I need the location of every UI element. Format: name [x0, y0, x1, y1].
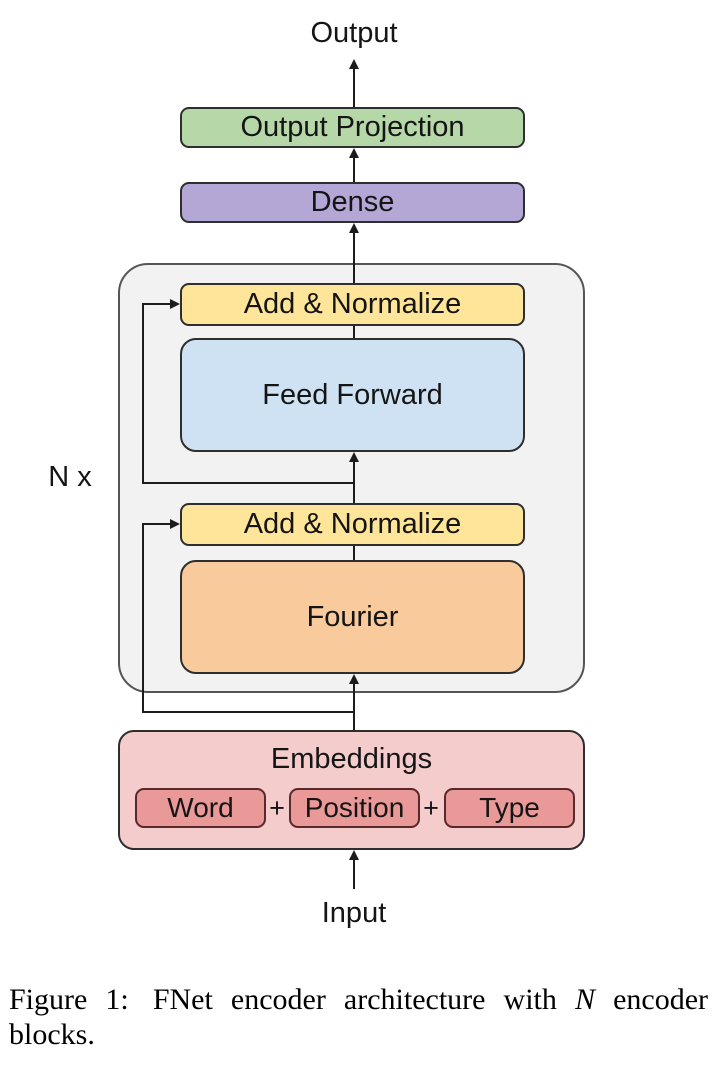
- arrow-dense-to-output-projection-line: [353, 157, 355, 182]
- output-projection-box: Output Projection: [180, 107, 525, 148]
- fourier-box: Fourier: [180, 560, 525, 674]
- add-normalize-top-box: Add & Normalize: [180, 283, 525, 326]
- input-label: Input: [321, 897, 387, 929]
- fourier-label: Fourier: [306, 600, 399, 633]
- dense-label: Dense: [310, 186, 395, 218]
- add-normalize-bottom-label: Add & Normalize: [243, 508, 462, 540]
- skip1-vertical-line: [142, 303, 144, 484]
- skip2-stub-line: [142, 523, 172, 525]
- output-projection-label: Output Projection: [240, 111, 465, 143]
- embeddings-label: Embeddings: [270, 743, 433, 775]
- type-embedding-label: Type: [479, 792, 540, 823]
- arrowhead-up-icon: [349, 148, 359, 158]
- add-normalize-top-label: Add & Normalize: [243, 288, 462, 320]
- skip2-vertical-line: [142, 523, 144, 713]
- arrow-encoder-to-dense-line: [353, 232, 355, 283]
- type-embedding-box: Type: [444, 788, 575, 828]
- arrowhead-up-icon: [349, 674, 359, 684]
- arrowhead-right-icon: [170, 299, 180, 309]
- arrowhead-up-icon: [349, 59, 359, 69]
- connector-addnorm-top-feedforward-line: [353, 326, 355, 338]
- encoder-repeat-label: N x: [48, 461, 92, 493]
- arrowhead-up-icon: [349, 452, 359, 462]
- position-embedding-box: Position: [289, 788, 420, 828]
- embeddings-box: Embeddings Word + Position + Type: [118, 730, 585, 850]
- arrow-to-fourier-line: [353, 683, 355, 730]
- caption-text-after-n: encoder: [613, 983, 708, 1016]
- arrowhead-right-icon: [170, 519, 180, 529]
- arrowhead-up-icon: [349, 223, 359, 233]
- arrow-input-to-embeddings-line: [353, 859, 355, 889]
- skip2-horizontal-line: [142, 711, 355, 713]
- word-embedding-box: Word: [135, 788, 266, 828]
- figure-caption-line1: Figure 1: FNet encoder architecture with…: [9, 982, 708, 1017]
- skip1-horizontal-line: [142, 482, 355, 484]
- figure-number-label: Figure 1:: [9, 983, 129, 1016]
- plus-sign: +: [269, 792, 285, 823]
- arrowhead-up-icon: [349, 850, 359, 860]
- feed-forward-box: Feed Forward: [180, 338, 525, 452]
- feed-forward-label: Feed Forward: [262, 378, 443, 411]
- plus-sign: +: [423, 792, 439, 823]
- word-embedding-label: Word: [167, 792, 234, 823]
- skip1-stub-line: [142, 303, 172, 305]
- caption-n-symbol: N: [574, 983, 595, 1016]
- figure-caption-line2: blocks.: [9, 1018, 95, 1051]
- caption-text-before-n: FNet encoder architecture with: [152, 983, 557, 1016]
- figure-caption: Figure 1: FNet encoder architecture with…: [9, 982, 708, 1052]
- connector-addnorm-bottom-fourier-line: [353, 546, 355, 560]
- add-normalize-bottom-box: Add & Normalize: [180, 503, 525, 546]
- arrow-to-output-line: [353, 68, 355, 107]
- output-label: Output: [310, 17, 398, 49]
- dense-box: Dense: [180, 182, 525, 223]
- position-embedding-label: Position: [304, 792, 405, 823]
